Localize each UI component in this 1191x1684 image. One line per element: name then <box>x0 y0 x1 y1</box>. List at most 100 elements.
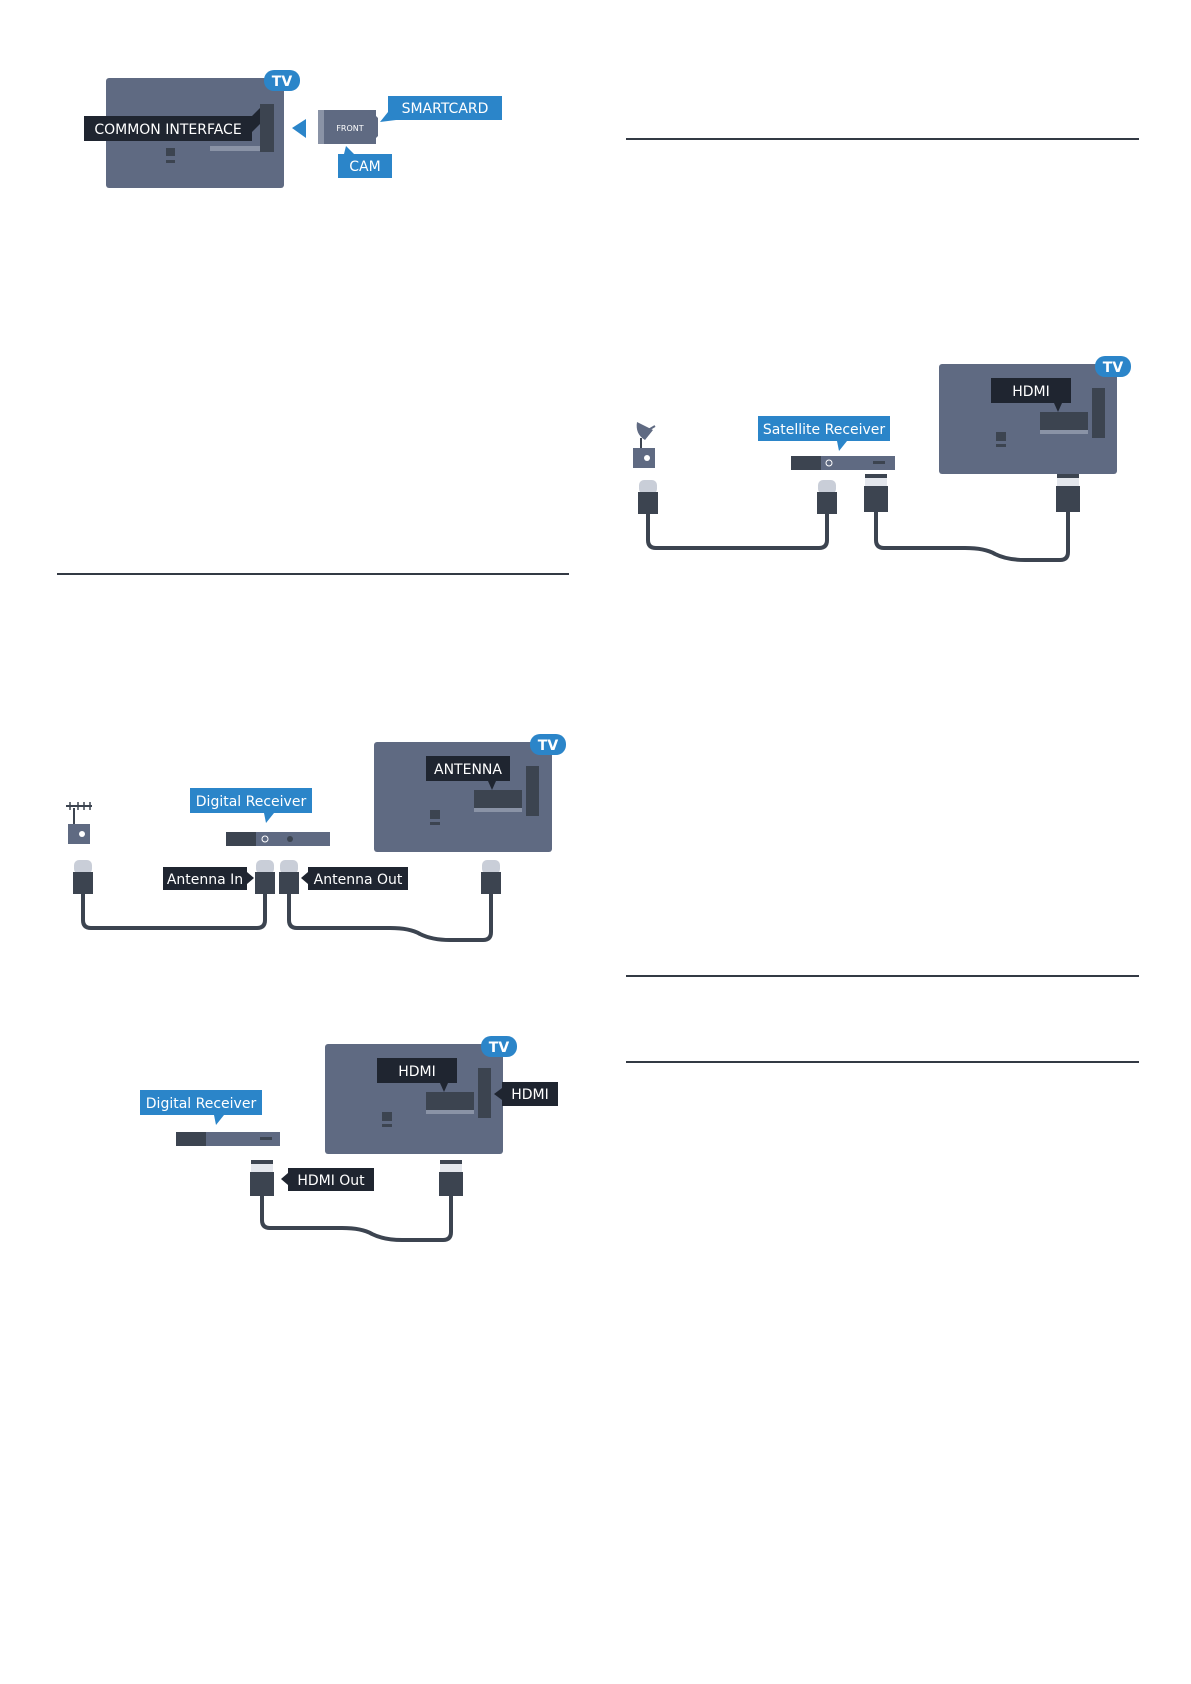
tv-hdmi-label-pointer <box>440 1083 448 1092</box>
receiver-led-2 <box>287 836 293 842</box>
digital-receiver-front <box>176 1132 206 1146</box>
coax-plug-wall <box>73 860 93 894</box>
cam-label-pointer <box>344 146 354 154</box>
tv-hdmi-label-bg <box>991 378 1071 403</box>
tv-port-2 <box>166 160 175 163</box>
smartcard-label-bg <box>388 96 502 120</box>
hdmi-plug-receiver <box>864 474 888 512</box>
tv-connector <box>426 1092 474 1110</box>
common-interface-label-bg <box>84 116 252 141</box>
digital-receiver-label: Digital Receiver <box>146 1096 257 1112</box>
tv-port <box>382 1112 392 1121</box>
coax-cable-1 <box>81 894 267 930</box>
tv-badge <box>530 734 566 755</box>
digital-receiver-label-pointer <box>264 813 274 823</box>
tv-port <box>430 810 440 819</box>
antenna-receiver-diagram: TV ANTENNA Digital Receiver Antenn <box>66 734 566 942</box>
tv-connector-line <box>426 1110 474 1114</box>
tv-port <box>166 148 175 156</box>
tv-badge <box>481 1036 517 1057</box>
antenna-label-bg <box>426 756 510 781</box>
hdmi-side-label-pointer <box>494 1088 502 1100</box>
satellite-receiver-diagram: TV HDMI Satellite Receiver <box>633 356 1131 562</box>
tv-body <box>939 364 1117 474</box>
coax-plug-wall <box>638 480 658 514</box>
receiver-led-1 <box>261 835 269 843</box>
hdmi-plug-tv <box>1056 474 1080 512</box>
cam-module-edge <box>318 110 324 144</box>
satellite-receiver-label-pointer <box>837 441 847 451</box>
coax-cable <box>646 514 829 550</box>
antenna-out-label: Antenna Out <box>314 872 403 888</box>
digital-receiver-label-pointer <box>214 1115 224 1125</box>
smartcard-label-pointer <box>380 112 396 122</box>
digital-receiver-label-bg <box>190 788 312 813</box>
antenna-in-label-pointer <box>247 872 254 884</box>
tv-badge-text: TV <box>538 738 559 754</box>
tv-badge-text: TV <box>272 74 293 90</box>
cam-label: CAM <box>349 159 380 175</box>
tv-slot-line <box>210 146 260 151</box>
tv-hdmi-label: HDMI <box>1012 384 1050 400</box>
tv-port-2 <box>996 444 1006 447</box>
tv-badge <box>264 70 300 91</box>
tv-badge-text: TV <box>489 1040 510 1056</box>
tv-connector-line <box>1040 430 1088 434</box>
receiver-led <box>825 459 833 467</box>
hdmi-side-label-bg <box>502 1082 558 1106</box>
coax-cable-2 <box>287 894 493 942</box>
tv-port <box>996 432 1006 441</box>
hdmi-side-label: HDMI <box>511 1087 549 1103</box>
hdmi-plug-tv <box>439 1160 463 1196</box>
cam-insert-diagram: TV COMMON INTERFACE FRONT SMARTCARD CAM <box>84 70 502 188</box>
tv-badge-text: TV <box>1103 360 1124 376</box>
digital-receiver-label: Digital Receiver <box>196 794 307 810</box>
coax-plug-antenna-in <box>255 860 275 894</box>
antenna-in-label: Antenna In <box>167 872 243 888</box>
hdmi-out-label: HDMI Out <box>297 1173 365 1189</box>
tv-connector-line <box>474 808 522 812</box>
hdmi-cable <box>260 1196 453 1242</box>
receiver-display <box>260 1137 272 1140</box>
section-divider-right-2 <box>626 975 1139 977</box>
satellite-receiver-label-bg <box>758 416 890 441</box>
antenna-out-label-bg <box>308 867 408 890</box>
tv-badge <box>1095 356 1131 377</box>
antenna-out-label-pointer <box>301 872 308 884</box>
tv-connector <box>1040 412 1088 430</box>
cam-front-text: FRONT <box>336 124 363 133</box>
digital-receiver-front <box>226 832 256 846</box>
insert-arrow-icon <box>292 119 306 138</box>
coax-plug-receiver <box>817 480 837 514</box>
section-divider-right-3 <box>626 1061 1139 1063</box>
antenna-label-pointer <box>488 781 496 790</box>
tv-hdmi-label-pointer <box>1054 403 1062 412</box>
tv-slot <box>478 1068 491 1118</box>
wall-outlet-socket <box>79 831 85 837</box>
section-divider-right-1 <box>626 138 1139 140</box>
satellite-dish-icon <box>636 422 656 450</box>
common-interface-label-pointer <box>252 108 260 132</box>
hdmi-plug-receiver <box>250 1160 274 1196</box>
hdmi-out-label-pointer <box>281 1173 288 1185</box>
tv-port-2 <box>382 1124 392 1127</box>
tv-slot <box>260 104 274 152</box>
hdmi-out-label-bg <box>288 1168 374 1191</box>
tv-connector <box>474 790 522 808</box>
tv-body <box>325 1044 503 1154</box>
section-divider-left <box>57 573 569 575</box>
tv-port-2 <box>430 822 440 825</box>
satellite-receiver-front <box>791 456 821 470</box>
hdmi-receiver-diagram: TV HDMI HDMI Digital Receiver HDMI Out <box>140 1036 558 1242</box>
antenna-in-label-bg <box>163 867 247 890</box>
hdmi-cable <box>874 512 1070 562</box>
cam-module <box>318 110 376 144</box>
tv-slot <box>1092 388 1105 438</box>
antenna-label: ANTENNA <box>434 762 502 778</box>
cam-label-bg <box>338 154 392 178</box>
coax-plug-tv <box>481 860 501 894</box>
smartcard-label: SMARTCARD <box>402 101 489 117</box>
coax-plug-antenna-out <box>279 860 299 894</box>
tv-hdmi-label: HDMI <box>398 1064 436 1080</box>
receiver-display <box>873 461 885 464</box>
